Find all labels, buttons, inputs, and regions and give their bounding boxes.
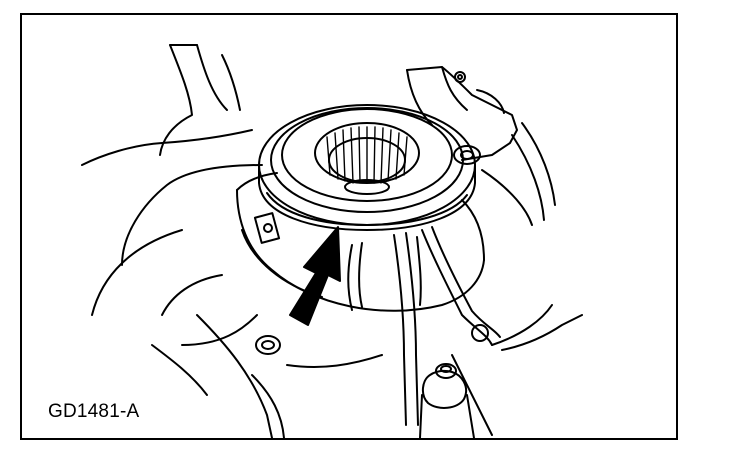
mounting-bracket	[406, 66, 556, 226]
illustration-frame: GD1481-A	[20, 13, 678, 440]
bearing-race	[258, 104, 476, 231]
bearing-flange	[236, 172, 485, 312]
figure-reference-code: GD1481-A	[48, 401, 140, 422]
fluid-tubes	[393, 226, 583, 436]
install-direction-arrow	[289, 226, 341, 326]
bearing-installation-drawing	[81, 44, 583, 438]
mounting-stud	[419, 363, 475, 438]
housing-casting	[81, 44, 383, 438]
